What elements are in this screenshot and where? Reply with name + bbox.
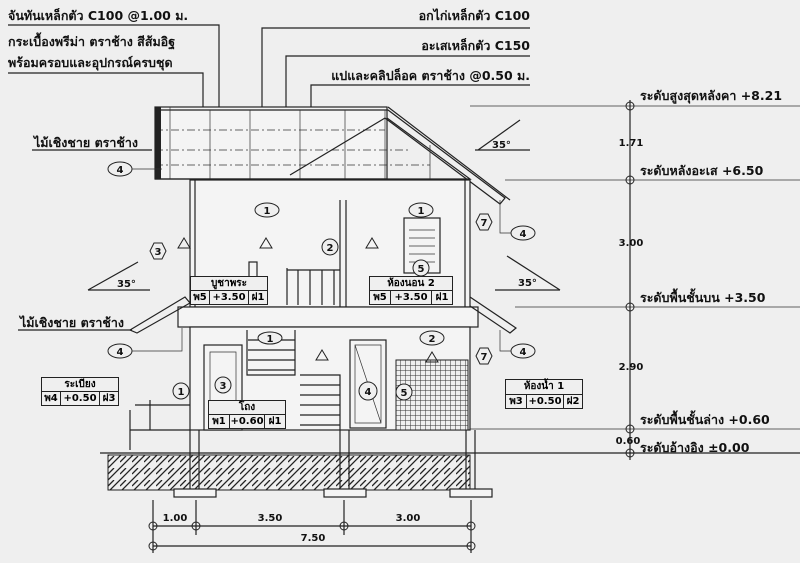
floor-code: พ4	[42, 392, 61, 405]
svg-text:1.71: 1.71	[619, 138, 644, 149]
svg-text:7: 7	[481, 352, 488, 363]
svg-text:1: 1	[418, 206, 425, 217]
marker-four: 4 4 4 4 4	[107, 161, 536, 401]
svg-text:35°: 35°	[518, 278, 537, 289]
upper-floor-slab	[177, 306, 479, 328]
room-name: โถง	[209, 401, 285, 415]
room-name: บูชาพระ	[191, 277, 267, 291]
footings	[173, 430, 493, 498]
svg-text:กระเบื้องพรีม่า ตราช้าง สีส้มอ: กระเบื้องพรีม่า ตราช้าง สีส้มอิฐ	[8, 32, 175, 50]
lower-eave-right	[469, 296, 517, 334]
svg-text:2: 2	[429, 334, 436, 345]
floor-code: พ3	[506, 395, 527, 408]
svg-text:พร้อมครอบและอุปกรณ์ครบชุด: พร้อมครอบและอุปกรณ์ครบชุด	[8, 55, 173, 71]
callout-ridge: อกไก่เหล็กตัว C100	[261, 8, 531, 112]
roof-angle-right: 35°	[495, 255, 561, 291]
ceiling-code: ฝ1	[268, 416, 282, 427]
svg-text:1: 1	[264, 206, 271, 217]
marker-seven: 7 7	[475, 213, 493, 365]
level-roof-top: ระดับสูงสุดหลังคา +8.21	[640, 88, 782, 104]
callout-fascia-upper: ไม้เชิงชาย ตราช้าง	[32, 135, 152, 151]
ceiling-code: ฝ3	[102, 393, 116, 404]
ceiling-code: ฝ1	[435, 292, 449, 303]
svg-text:4: 4	[520, 347, 527, 358]
level-upper-floor: ระดับพื้นชั้นบน +3.50	[640, 288, 766, 305]
svg-text:1.00: 1.00	[163, 513, 188, 524]
floor-level: +3.50	[391, 291, 432, 304]
roof-angle-left: 35°	[87, 261, 150, 291]
svg-text:1: 1	[178, 387, 185, 398]
svg-text:อกไก่เหล็กตัว C100: อกไก่เหล็กตัว C100	[419, 8, 531, 23]
svg-text:3.00: 3.00	[619, 238, 644, 249]
room-name: ห้องนอน 2	[370, 277, 452, 291]
callout-fascia-lower: ไม้เชิงชาย ตราช้าง	[18, 315, 132, 331]
svg-text:อะเสเหล็กตัว C150: อะเสเหล็กตัว C150	[421, 38, 530, 53]
svg-text:3.00: 3.00	[396, 513, 421, 524]
soil-hatch	[107, 454, 471, 491]
svg-text:3: 3	[220, 381, 227, 392]
warning-triangle-icons	[177, 237, 439, 363]
svg-text:4: 4	[520, 229, 527, 240]
svg-text:ไม้เชิงชาย ตราช้าง: ไม้เชิงชาย ตราช้าง	[32, 135, 138, 150]
marker-two: 2 2	[321, 238, 445, 346]
floor-code: พ5	[191, 291, 210, 304]
horizontal-dimensions: 1.00 3.50 3.00 7.50	[148, 500, 476, 553]
svg-text:4: 4	[365, 387, 372, 398]
floor-level: +0.50	[61, 392, 100, 405]
floor-level: +3.50	[210, 291, 249, 304]
roof-angle-upper: 35°	[475, 119, 530, 151]
svg-text:4: 4	[117, 165, 124, 176]
svg-text:แปและคลิปล็อค ตราช้าง @0.50 ม.: แปและคลิปล็อค ตราช้าง @0.50 ม.	[331, 68, 530, 83]
upper-roof	[154, 106, 511, 205]
svg-text:4: 4	[117, 347, 124, 358]
svg-text:35°: 35°	[117, 279, 136, 290]
svg-text:5: 5	[418, 264, 425, 275]
level-reference: ระดับอ้างอิง ±0.00	[640, 440, 750, 455]
svg-text:2: 2	[327, 243, 334, 254]
floor-level: +0.60	[230, 415, 265, 428]
level-ground-floor: ระดับพื้นชั้นล่าง +0.60	[640, 410, 770, 427]
callout-roof-tile: กระเบื้องพรีม่า ตราช้าง สีส้มอิฐ พร้อมคร…	[8, 32, 204, 150]
svg-text:2.90: 2.90	[619, 362, 644, 373]
room-name: ห้องน้ำ 1	[506, 380, 582, 395]
svg-text:1: 1	[267, 334, 274, 345]
svg-text:5: 5	[401, 388, 408, 399]
floor-code: พ1	[209, 415, 230, 428]
marker-one: 1 1 1 1	[172, 202, 434, 400]
svg-text:7.50: 7.50	[301, 533, 326, 544]
marker-three: 3 3	[149, 242, 232, 394]
ceiling-code: ฝ2	[566, 396, 580, 407]
svg-text:3: 3	[155, 247, 162, 258]
svg-text:3.50: 3.50	[258, 513, 283, 524]
svg-text:0.60: 0.60	[616, 436, 641, 447]
room-name: ระเบียง	[42, 378, 118, 392]
floor-code: พ5	[370, 291, 391, 304]
ceiling-code: ฝ1	[251, 292, 265, 303]
svg-text:7: 7	[481, 218, 488, 229]
svg-text:35°: 35°	[492, 140, 511, 151]
floor-level: +0.50	[527, 395, 564, 408]
svg-text:จันทันเหล็กตัว C100 @1.00 ม.: จันทันเหล็กตัว C100 @1.00 ม.	[8, 8, 188, 23]
level-wall-plate: ระดับหลังอะเส +6.50	[640, 163, 764, 178]
vertical-dimensions: 1.71 3.00 2.90 0.60	[616, 138, 644, 447]
svg-text:ไม้เชิงชาย ตราช้าง: ไม้เชิงชาย ตราช้าง	[18, 315, 124, 330]
